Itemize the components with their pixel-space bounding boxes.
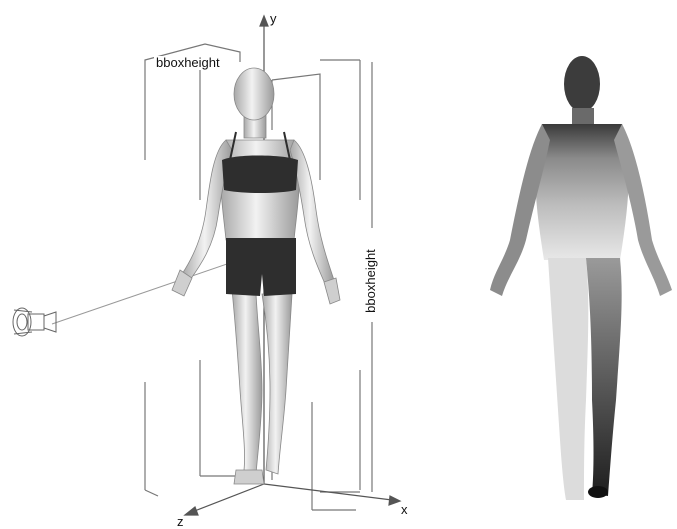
left-foot [234,470,264,484]
bbox-height-label-side: bboxheight [364,246,378,316]
z-axis-label: z [177,515,184,529]
right-hand [324,278,340,304]
x-axis [264,484,392,500]
depth-head [564,56,600,112]
z-axis-arrowhead [185,507,198,515]
depth-map-silhouette [490,56,672,500]
z-axis [192,484,264,512]
depth-left-leg [548,258,588,500]
bbox-height-label-top: bboxheight [154,56,222,70]
camera-icon [13,308,56,336]
y-axis-arrowhead [260,16,268,26]
head [234,68,274,120]
depth-neck [572,108,594,126]
x-axis-label: x [401,503,408,517]
depth-right-leg [586,258,622,496]
x-axis-arrowhead [389,496,400,505]
y-axis-label: y [270,12,277,26]
depth-right-foot [588,486,608,498]
depth-torso [535,124,629,260]
human-figure-3d [172,68,340,484]
left-leg [232,290,262,474]
shorts [226,238,296,296]
right-leg [262,294,292,474]
top-garment [222,156,298,194]
